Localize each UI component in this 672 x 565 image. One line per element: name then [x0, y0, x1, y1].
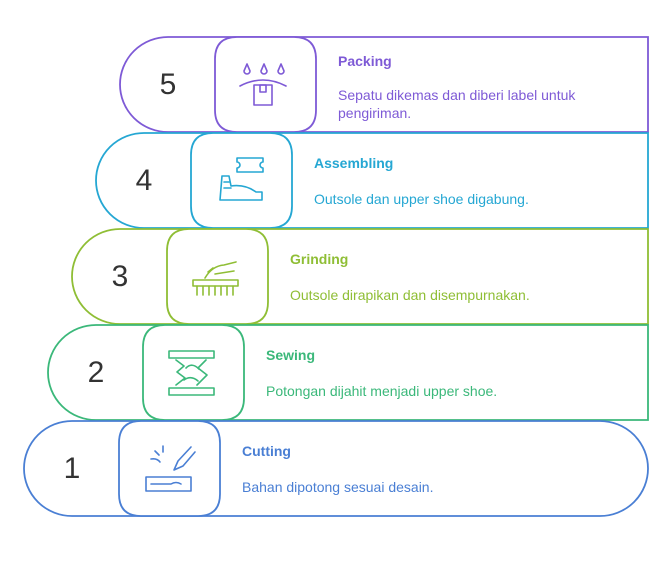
- step-2-description: Potongan dijahit menjadi upper shoe.: [266, 383, 498, 399]
- grinding-icon: [192, 261, 239, 296]
- step-2-shape: [47, 324, 649, 421]
- step-5-description: Sepatu dikemas dan diberi label untuk pe…: [338, 87, 576, 121]
- step-5-number: 5: [159, 68, 177, 101]
- assembling-icon: [219, 157, 264, 201]
- step-5-shape: [119, 36, 649, 133]
- step-3-shape: [71, 228, 649, 325]
- step-3-description: Outsole dirapikan dan disempurnakan.: [290, 287, 530, 303]
- step-1-shape: [23, 420, 649, 517]
- cutting-icon: [145, 445, 196, 492]
- step-3-title: Grinding: [290, 251, 349, 267]
- step-2-number: 2: [87, 356, 105, 389]
- step-3-number: 3: [111, 260, 129, 293]
- step-4-number: 4: [135, 164, 153, 197]
- packing-icon: [239, 63, 287, 106]
- step-1-title: Cutting: [242, 443, 291, 459]
- step-5-title: Packing: [338, 53, 392, 69]
- step-4-shape: [95, 132, 649, 229]
- step-4-description: Outsole dan upper shoe digabung.: [314, 191, 529, 207]
- step-2-title: Sewing: [266, 347, 316, 363]
- step-1-description: Bahan dipotong sesuai desain.: [242, 479, 434, 495]
- step-1-number: 1: [63, 452, 81, 485]
- step-4-title: Assembling: [314, 155, 394, 171]
- sewing-icon: [168, 350, 215, 396]
